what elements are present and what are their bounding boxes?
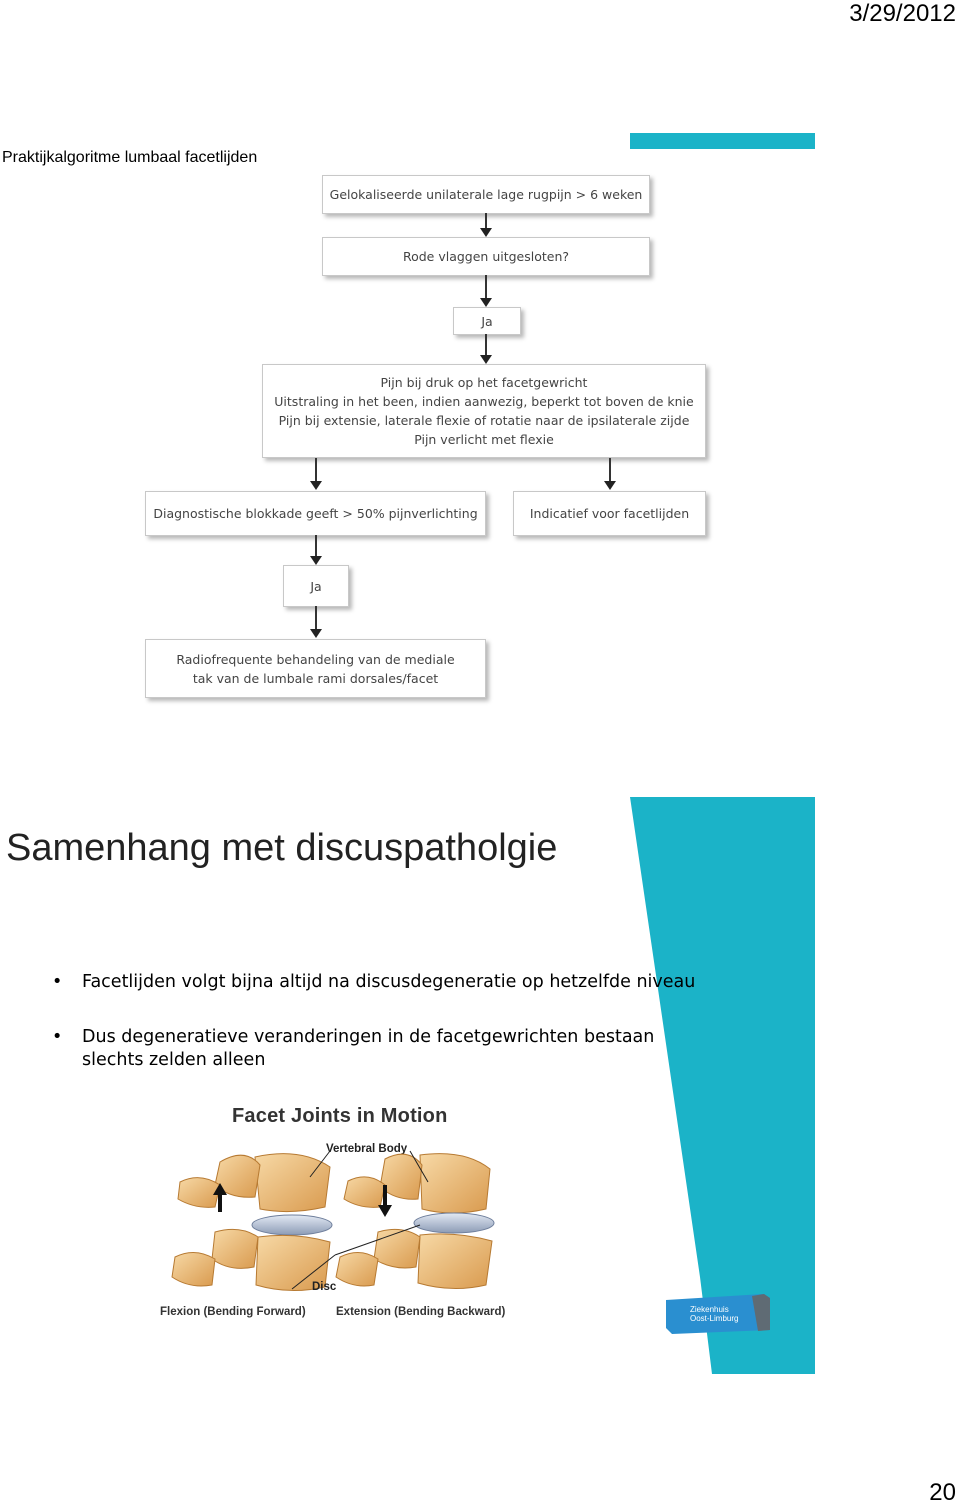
flowchart-yes-box: Ja xyxy=(283,565,349,607)
page-number: 20 xyxy=(929,1479,956,1506)
flowchart-arrow xyxy=(310,606,322,638)
extension-spine xyxy=(335,1153,495,1290)
hospital-logo xyxy=(666,1294,770,1334)
flowchart-arrow xyxy=(310,535,322,565)
logo-line: Ziekenhuis xyxy=(690,1305,729,1314)
bullet-dot: • xyxy=(52,972,63,992)
flowchart-yes-box: Ja xyxy=(453,307,521,335)
hospital-logo-text: Ziekenhuis Oost-Limburg xyxy=(690,1305,738,1323)
bullet-text: Dus degeneratieve veranderingen in de fa… xyxy=(82,1027,655,1070)
symptom-line: Pijn bij extensie, laterale flexie of ro… xyxy=(278,413,690,428)
treatment-line: Radiofrequente behandeling van de medial… xyxy=(176,651,455,667)
pointer-line xyxy=(309,1150,331,1178)
illustration-title: Facet Joints in Motion xyxy=(232,1105,448,1127)
flowchart-box-localized-pain: Gelokaliseerde unilaterale lage rugpijn … xyxy=(322,175,650,214)
facet-joints-illustration xyxy=(171,1150,495,1292)
flowchart-box-radiofrequency: Radiofrequente behandeling van de medial… xyxy=(145,639,486,698)
flowchart-box-indicative: Indicatief voor facetlijden xyxy=(513,491,706,536)
treatment-line: tak van de lumbale rami dorsales/facet xyxy=(192,670,439,686)
bullet-dot: • xyxy=(52,1027,63,1047)
flowchart-arrow xyxy=(480,275,492,307)
flowchart-box-red-flags: Rode vlaggen uitgesloten? xyxy=(322,237,650,276)
symptom-lines: Pijn bij druk op het facetgewricht Uitst… xyxy=(274,373,693,449)
slide-algorithm: Praktijkalgoritme lumbaal facetlijden Ge… xyxy=(0,125,815,715)
label-vertebral-body: Vertebral Body xyxy=(326,1143,408,1155)
flowchart-arrow xyxy=(310,458,322,490)
slide-title: Samenhang met discuspatholgie xyxy=(6,827,558,869)
caption-extension: Extension (Bending Backward) xyxy=(336,1306,506,1318)
symptom-line: Pijn bij druk op het facetgewricht xyxy=(380,375,588,390)
slide-accent-swoosh xyxy=(630,797,815,1374)
flowchart-arrow xyxy=(480,213,492,237)
flowchart-box-diagnostic-block: Diagnostische blokkade geeft > 50% pijnv… xyxy=(145,491,486,536)
treatment-lines: Radiofrequente behandeling van de medial… xyxy=(176,650,454,688)
bullet-text: Facetlijden volgt bijna altijd na discus… xyxy=(82,972,696,992)
pointer-line xyxy=(334,1224,421,1256)
flexion-spine xyxy=(171,1153,333,1292)
pointer-line xyxy=(291,1254,336,1290)
symptom-line: Uitstraling in het been, indien aanwezig… xyxy=(274,394,694,409)
flowchart-arrow xyxy=(604,458,616,490)
pointer-line xyxy=(409,1150,429,1183)
print-date: 3/29/2012 xyxy=(849,0,956,27)
slide-disc-pathology: Samenhang met discuspatholgie • Facetlij… xyxy=(0,797,815,1374)
slide-accent-bar xyxy=(630,133,815,149)
flowchart-box-symptoms: Pijn bij druk op het facetgewricht Uitst… xyxy=(262,364,706,458)
label-disc: Disc xyxy=(312,1281,337,1293)
flowchart-arrow xyxy=(480,334,492,364)
caption-flexion: Flexion (Bending Forward) xyxy=(160,1306,306,1318)
logo-line: Oost-Limburg xyxy=(690,1314,739,1323)
slide-title: Praktijkalgoritme lumbaal facetlijden xyxy=(2,149,258,166)
symptom-line: Pijn verlicht met flexie xyxy=(414,432,554,447)
